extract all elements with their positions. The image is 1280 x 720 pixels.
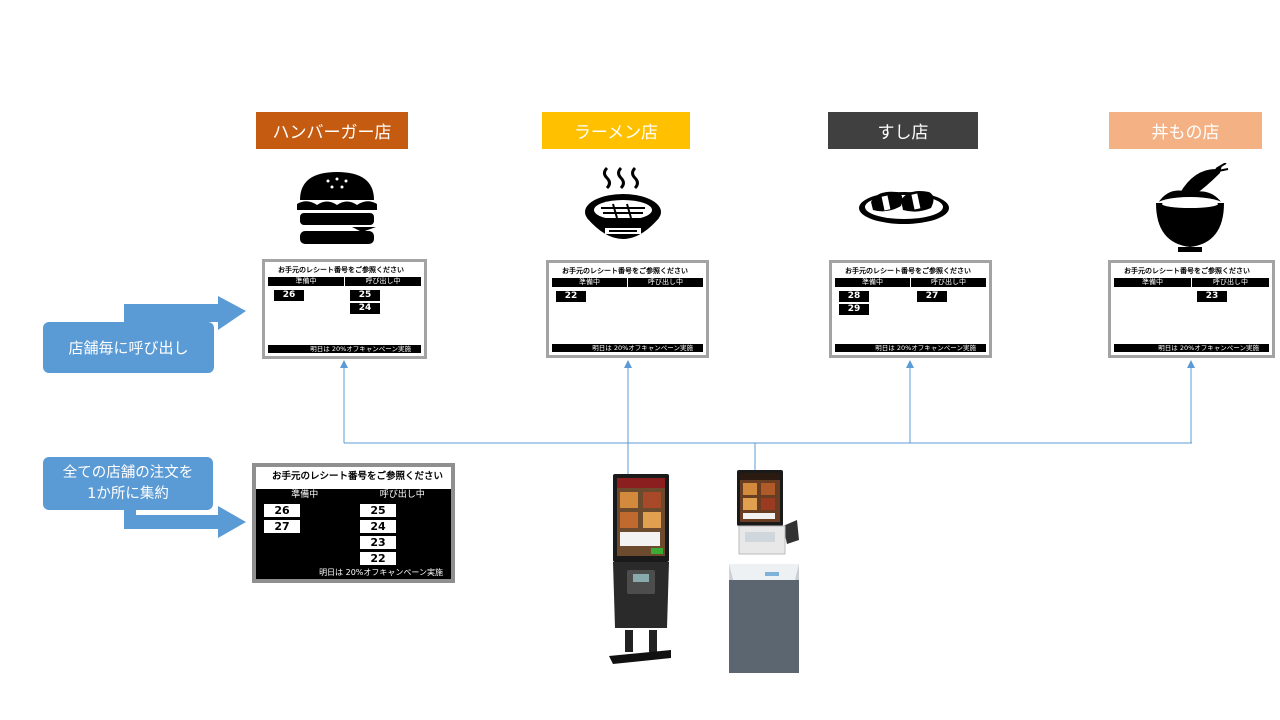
callout-text: 店舗毎に呼び出し xyxy=(68,339,189,357)
screen-footer: 明日は 20%オフキャンペーン実施 xyxy=(835,344,986,352)
kiosk-counter-icon xyxy=(729,470,799,673)
store-title-hamburger: ハンバーガー店 xyxy=(256,112,408,149)
store-title-donburi: 丼もの店 xyxy=(1109,112,1262,149)
screen-columns: 準備中 呼び出し中 xyxy=(268,277,421,286)
col-calling: 呼び出し中 xyxy=(379,490,425,500)
preparing-number: 22 xyxy=(556,291,586,302)
col-preparing: 準備中 xyxy=(1142,278,1163,286)
screen-hamburger: お手元のレシート番号をご参照ください 準備中 呼び出し中 26 25 24 明日… xyxy=(262,259,427,359)
calling-number: 24 xyxy=(360,520,396,533)
screen-columns: 準備中 呼び出し中 xyxy=(835,278,986,287)
preparing-number: 26 xyxy=(264,504,300,517)
screen-columns: 準備中 呼び出し中 xyxy=(256,489,451,501)
col-preparing: 準備中 xyxy=(579,278,600,286)
screen-columns: 準備中 呼び出し中 xyxy=(1114,278,1269,287)
store-title-sushi: すし店 xyxy=(828,112,978,149)
screen-header: お手元のレシート番号をご参照ください xyxy=(562,267,688,275)
calling-number: 27 xyxy=(917,291,947,302)
screen-footer: 明日は 20%オフキャンペーン実施 xyxy=(256,567,451,579)
callout-text-line2: 1か所に集約 xyxy=(87,485,169,502)
col-calling: 呼び出し中 xyxy=(344,277,421,286)
calling-number: 25 xyxy=(360,504,396,517)
col-preparing: 準備中 xyxy=(295,277,317,285)
calling-number: 23 xyxy=(1197,291,1227,302)
preparing-number: 27 xyxy=(264,520,300,533)
kiosk-standing-icon xyxy=(609,474,671,664)
store-title-ramen: ラーメン店 xyxy=(542,112,690,149)
callout-per-store: 店舗毎に呼び出し xyxy=(43,322,214,373)
screen-header: お手元のレシート番号をご参照ください xyxy=(272,471,444,482)
calling-number: 22 xyxy=(360,552,396,565)
calling-number: 25 xyxy=(350,290,380,301)
preparing-number: 26 xyxy=(274,290,304,301)
combined-screen-body: 26 27 25 24 23 22 xyxy=(256,501,451,567)
screen-sushi: お手元のレシート番号をご参照ください 準備中 呼び出し中 28 29 27 明日… xyxy=(829,260,992,358)
hamburger-icon xyxy=(297,172,377,244)
callout-combined: 全ての店舗の注文を 1か所に集約 xyxy=(43,457,213,510)
screen-footer: 明日は 20%オフキャンペーン実施 xyxy=(1114,344,1269,352)
calling-number: 23 xyxy=(360,536,396,549)
col-calling: 呼び出し中 xyxy=(1191,278,1269,287)
col-preparing: 準備中 xyxy=(862,278,883,286)
sushi-plate-icon xyxy=(859,191,949,224)
screen-columns: 準備中 呼び出し中 xyxy=(552,278,703,287)
screen-footer: 明日は 20%オフキャンペーン実施 xyxy=(268,345,421,353)
screen-header: お手元のレシート番号をご参照ください xyxy=(278,266,404,274)
preparing-number: 29 xyxy=(839,304,869,315)
calling-number: 24 xyxy=(350,303,380,314)
preparing-number: 28 xyxy=(839,291,869,302)
col-calling: 呼び出し中 xyxy=(910,278,986,287)
screen-footer: 明日は 20%オフキャンペーン実施 xyxy=(552,344,703,352)
arrow-combined xyxy=(124,505,246,538)
screen-header: お手元のレシート番号をご参照ください xyxy=(1124,267,1250,275)
ramen-bowl-icon xyxy=(585,166,661,239)
col-calling: 呼び出し中 xyxy=(627,278,703,287)
tempura-don-icon xyxy=(1156,163,1229,252)
combined-screen: お手元のレシート番号をご参照ください 準備中 呼び出し中 26 27 25 24… xyxy=(252,463,455,583)
callout-text-line1: 全ての店舗の注文を xyxy=(62,464,194,481)
screen-header: お手元のレシート番号をご参照ください xyxy=(845,267,971,275)
screen-ramen: お手元のレシート番号をご参照ください 準備中 呼び出し中 22 明日は 20%オ… xyxy=(546,260,709,358)
screen-donburi: お手元のレシート番号をご参照ください 準備中 呼び出し中 23 明日は 20%オ… xyxy=(1108,260,1275,358)
col-preparing: 準備中 xyxy=(291,490,319,500)
arrow-per-store xyxy=(124,296,246,330)
